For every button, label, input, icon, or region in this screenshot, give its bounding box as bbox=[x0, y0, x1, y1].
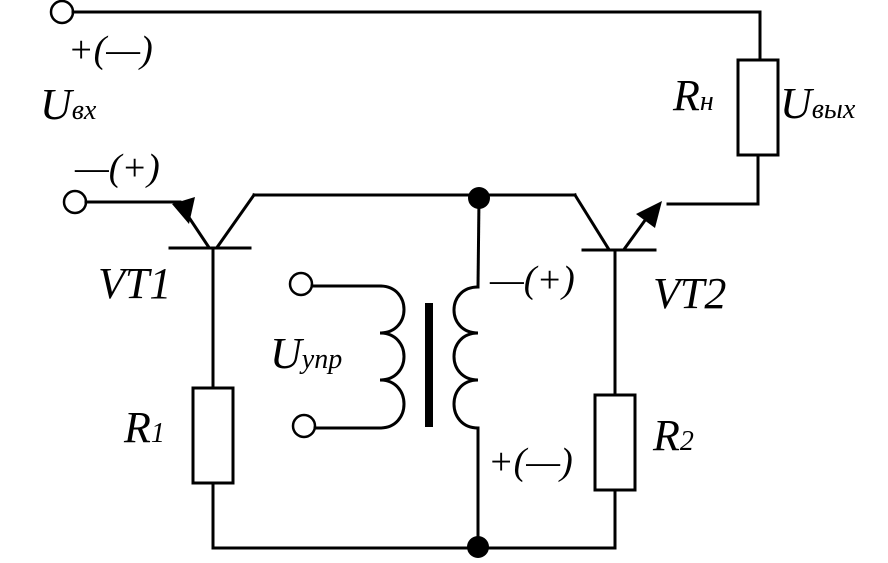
control-bottom-terminal bbox=[291, 413, 317, 439]
top-rail-wire bbox=[71, 10, 762, 62]
r-load-label: Rн bbox=[672, 71, 714, 120]
vt1-label: VT1 bbox=[98, 259, 171, 308]
input-top-polarity: +(—) bbox=[68, 29, 153, 71]
r2-resistor bbox=[593, 393, 637, 492]
input-top-terminal bbox=[49, 0, 75, 25]
secondary-top-wire bbox=[476, 196, 481, 289]
u-in-label: Uвх bbox=[40, 80, 97, 129]
secondary-winding bbox=[452, 285, 480, 430]
vt2-label: VT2 bbox=[653, 269, 726, 318]
coil-bottom-polarity: +(—) bbox=[488, 441, 573, 483]
r1-label: R1 bbox=[123, 403, 165, 452]
input-bottom-terminal bbox=[62, 189, 88, 215]
load-to-vt2-emitter-wire bbox=[666, 153, 760, 206]
vt1-transistor bbox=[168, 192, 257, 390]
u-out-label: Uвых bbox=[780, 79, 856, 128]
u-ctrl-label: Uупр bbox=[270, 329, 342, 378]
load-resistor bbox=[736, 58, 780, 157]
r1-resistor bbox=[191, 386, 235, 485]
vt2-transistor bbox=[572, 192, 662, 397]
r2-label: R2 bbox=[652, 411, 694, 460]
control-top-terminal bbox=[288, 271, 314, 297]
primary-winding bbox=[378, 284, 406, 430]
input-bottom-polarity: —(+) bbox=[74, 147, 160, 189]
coil-top-polarity: —(+) bbox=[489, 259, 575, 301]
